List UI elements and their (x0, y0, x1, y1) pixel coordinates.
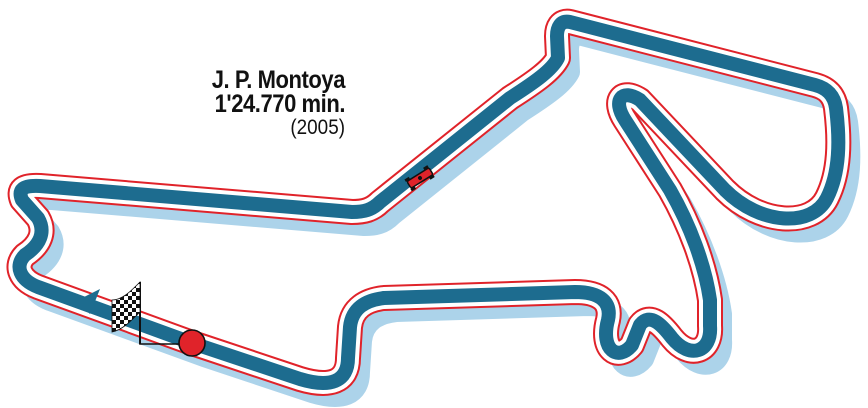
lap-record-driver: J. P. Montoya (211, 66, 346, 94)
start-marker-connector (139, 318, 188, 345)
race-car-icon (404, 165, 435, 192)
lap-record-time: 1'24.770 min. (214, 90, 346, 118)
lap-record: J. P. Montoya 1'24.770 min. (2005) (150, 66, 346, 140)
start-marker-icon (178, 329, 206, 357)
track-surface (12, 14, 846, 390)
direction-arrow-icon (76, 289, 100, 314)
lap-record-year: (2005) (290, 116, 345, 139)
